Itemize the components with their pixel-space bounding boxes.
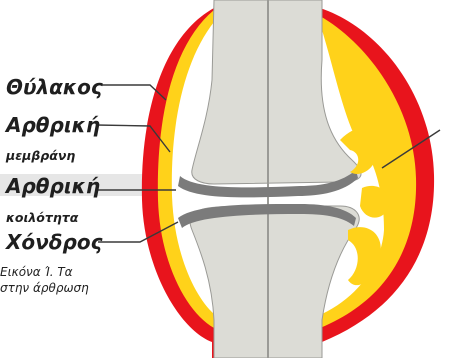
label-synovial-line2: μεμβράνη bbox=[6, 150, 75, 163]
caption-line2: στην άρθρωση bbox=[0, 282, 89, 294]
label-synovial-line1: Αρθρική bbox=[6, 115, 100, 135]
label-cavity-line1: Αρθρική bbox=[6, 176, 100, 196]
caption-line1: Εικόνα Ί. Τα bbox=[0, 266, 73, 278]
label-cavity-line2: κοιλότητα bbox=[6, 212, 78, 225]
label-capsule: Θύλακος bbox=[6, 77, 103, 97]
label-cartilage: Χόνδρος bbox=[6, 232, 102, 252]
